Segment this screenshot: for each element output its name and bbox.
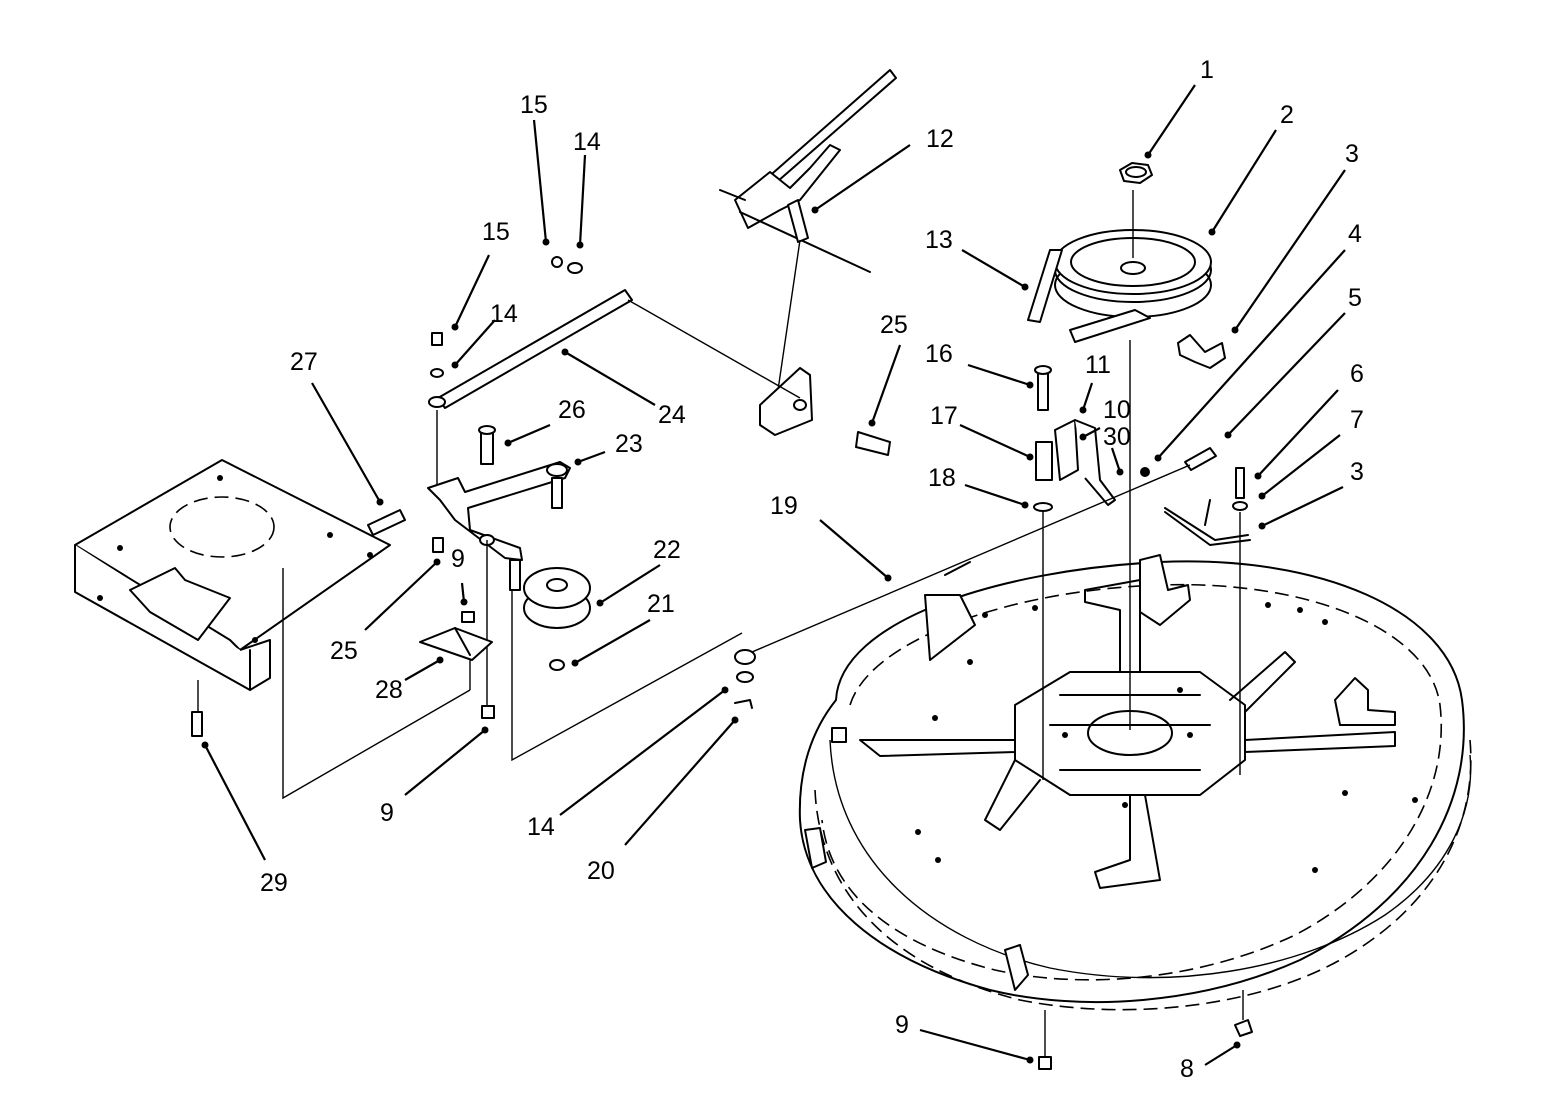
callout-14: 14 (490, 300, 518, 328)
idler-arm-assembly (427, 425, 571, 591)
callout-5: 5 (1348, 284, 1362, 312)
callout-12: 12 (926, 125, 954, 153)
callout-14-lower: 14 (527, 813, 555, 841)
callout-18: 18 (928, 464, 956, 492)
callout-10: 10 (1103, 396, 1131, 424)
belt-guide-clip (1177, 334, 1226, 369)
callout-7: 7 (1350, 406, 1364, 434)
pivot-bracket (419, 627, 493, 661)
callout-21: 21 (647, 590, 675, 618)
callout-4: 4 (1348, 220, 1362, 248)
callout-23: 23 (615, 430, 643, 458)
mounting-bracket (74, 459, 391, 691)
callout-26: 26 (558, 396, 586, 424)
callout-3b: 3 (1350, 458, 1364, 486)
return-spring (367, 509, 406, 536)
lift-plate (759, 367, 891, 456)
callout-29: 29 (260, 869, 288, 897)
callout-30: 30 (1103, 423, 1131, 451)
callout-9-bottom: 9 (895, 1011, 909, 1039)
callout-labels: 1 2 3 4 5 6 7 3 8 9 10 11 12 13 14 15 15… (260, 56, 1364, 1083)
callout-8: 8 (1180, 1055, 1194, 1083)
callout-24: 24 (658, 401, 686, 429)
idler-pulley (523, 567, 591, 671)
mower-deck (798, 554, 1472, 1011)
spindle-pulley (1027, 229, 1212, 343)
callout-2: 2 (1280, 101, 1294, 129)
callout-3: 3 (1345, 140, 1359, 168)
callout-1: 1 (1200, 56, 1214, 84)
callout-9-upper: 9 (451, 545, 465, 573)
extension-spring (1184, 447, 1217, 471)
callout-28: 28 (375, 676, 403, 704)
spindle-nut (1119, 162, 1153, 184)
lift-rod (437, 289, 633, 409)
idler-arm (1164, 499, 1251, 546)
idler-bracket (1033, 365, 1150, 512)
callout-leaders (201, 84, 1346, 1066)
callout-9-lower: 9 (380, 799, 394, 827)
callout-19: 19 (770, 492, 798, 520)
callout-27: 27 (290, 348, 318, 376)
callout-16: 16 (925, 340, 953, 368)
callout-13: 13 (925, 226, 953, 254)
callout-11: 11 (1085, 351, 1111, 379)
callout-22: 22 (653, 536, 681, 564)
callout-25-right: 25 (880, 311, 908, 339)
lift-lever (719, 69, 897, 273)
callout-25-left: 25 (330, 637, 358, 665)
callout-6: 6 (1350, 360, 1364, 388)
callout-15-top: 15 (520, 91, 548, 119)
callout-20: 20 (587, 857, 615, 885)
control-cable (744, 464, 1191, 656)
callout-15: 15 (482, 218, 510, 246)
callout-14-top: 14 (573, 128, 601, 156)
callout-17: 17 (930, 402, 958, 430)
